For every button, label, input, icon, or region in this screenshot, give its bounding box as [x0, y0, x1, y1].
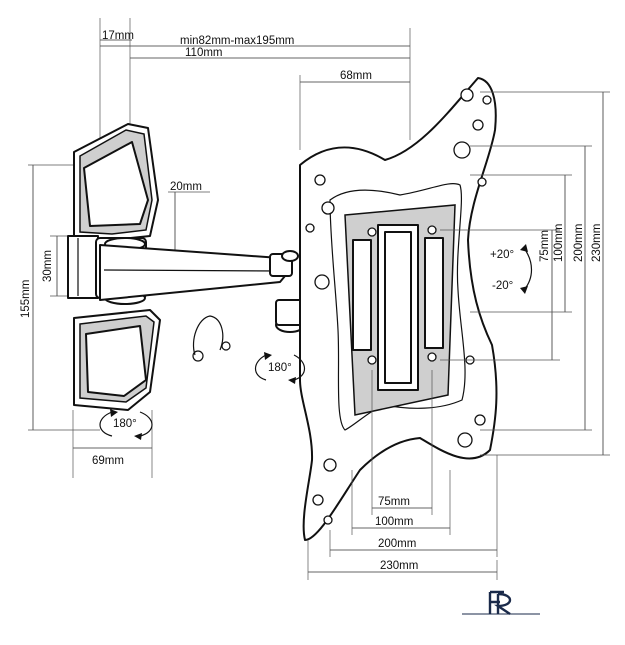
- wall-offset-label: 17mm: [102, 30, 134, 42]
- arm-swivel-label: 180°: [268, 362, 292, 374]
- right-dimension-lines: [440, 91, 610, 456]
- vesa-horizontal-200-label: 200mm: [378, 538, 416, 550]
- wall-plate-width-label: 69mm: [92, 455, 124, 467]
- vesa-horizontal-100-label: 100mm: [375, 516, 413, 528]
- top-dimension-lines: [99, 18, 411, 150]
- depth-range-label: min82mm-max195mm: [180, 35, 294, 47]
- arm-length-label: 110mm: [185, 47, 223, 59]
- vesa-vertical-230-label: 230mm: [591, 224, 603, 262]
- vesa-vertical-100-label: 100mm: [553, 224, 565, 262]
- vesa-horizontal-230-label: 230mm: [380, 560, 418, 572]
- tilt-down-label: -20°: [492, 280, 513, 292]
- swing-arm: [99, 244, 305, 333]
- arm-thickness-label: 30mm: [42, 250, 54, 282]
- safety-hook: [192, 315, 231, 362]
- wall-swivel-label: 180°: [113, 418, 137, 430]
- vesa-horizontal-75-label: 75mm: [378, 496, 410, 508]
- wall-swivel-arrow-icon: [99, 409, 153, 440]
- vesa-plate: [299, 77, 498, 541]
- tilt-up-label: +20°: [490, 249, 514, 261]
- vesa-vertical-200-label: 200mm: [573, 224, 585, 262]
- arm-height-label: 20mm: [170, 181, 202, 193]
- fr-logo: [462, 590, 540, 615]
- tilt-arrow-icon: [520, 244, 533, 294]
- arm-swivel-arrow-icon: [254, 352, 306, 384]
- wall-plate-height-label: 155mm: [20, 280, 32, 318]
- vesa-vertical-75-label: 75mm: [539, 230, 551, 262]
- plate-depth-label: 68mm: [340, 70, 372, 82]
- bottom-dimension-lines: [307, 370, 498, 580]
